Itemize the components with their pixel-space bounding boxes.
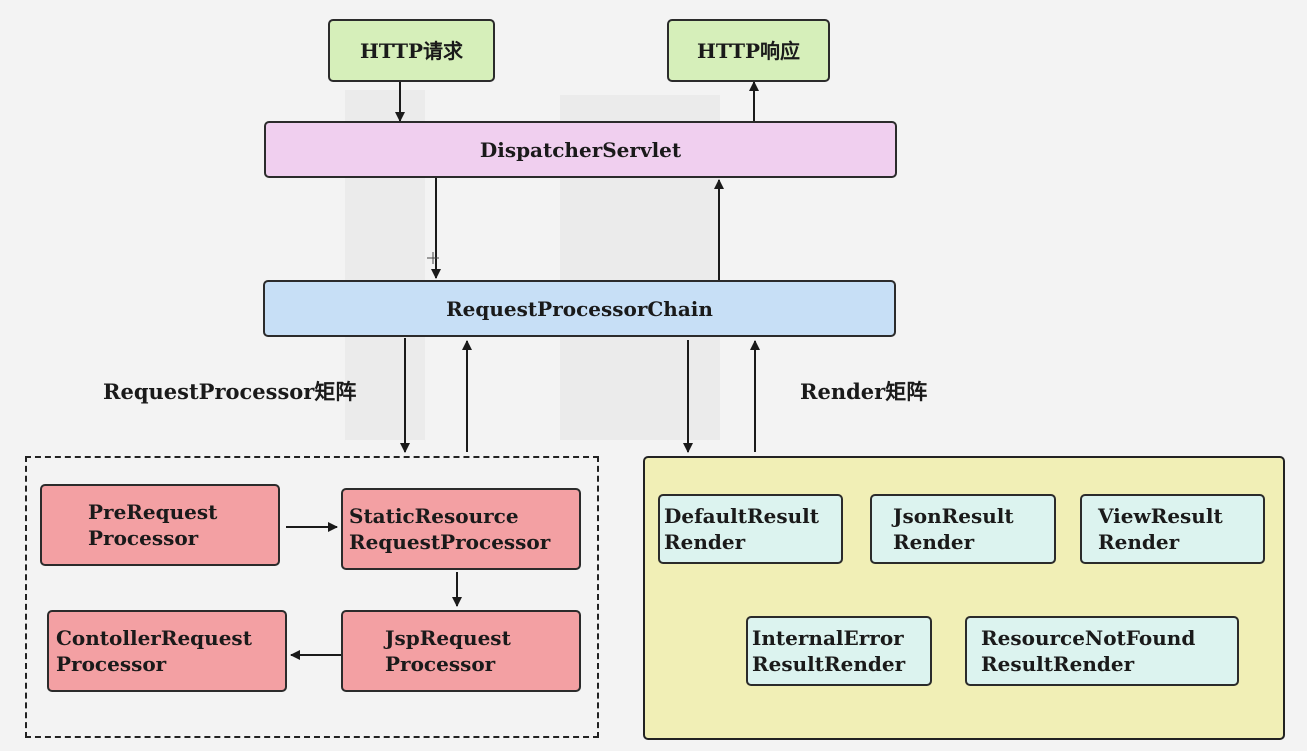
- http-request-node: HTTP请求: [328, 19, 495, 82]
- resource-not-found-line-2: ResultRender: [981, 652, 1135, 676]
- internal-error-line-2: ResultRender: [752, 652, 906, 676]
- default-result-render-node: DefaultResult Render: [658, 494, 843, 564]
- json-result-render-node: JsonResult Render: [870, 494, 1056, 564]
- jsp-request-line-1: JspRequest: [385, 626, 511, 650]
- jsp-request-line-2: Processor: [385, 652, 496, 676]
- dispatcher-servlet-label: DispatcherServlet: [479, 137, 682, 162]
- request-processor-chain-label: RequestProcessorChain: [446, 296, 713, 321]
- controller-request-processor-node: ContollerRequest Processor: [47, 610, 287, 692]
- pre-request-processor-line-2: Processor: [88, 526, 199, 550]
- view-result-line-2: Render: [1098, 530, 1180, 554]
- http-request-label: HTTP请求: [360, 38, 463, 63]
- static-resource-line-2: RequestProcessor: [349, 530, 551, 554]
- json-result-line-1: JsonResult: [893, 504, 1014, 528]
- resource-not-found-result-render-node: ResourceNotFound ResultRender: [965, 616, 1239, 686]
- jsp-request-processor-node: JspRequest Processor: [341, 610, 581, 692]
- default-result-line-1: DefaultResult: [664, 504, 819, 528]
- json-result-line-2: Render: [893, 530, 975, 554]
- resource-not-found-line-1: ResourceNotFound: [981, 626, 1196, 650]
- cursor-crosshair-icon: [427, 252, 439, 264]
- pre-request-processor-line-1: PreRequest: [88, 500, 218, 524]
- dispatcher-servlet-node: DispatcherServlet: [264, 121, 897, 178]
- controller-request-line-2: Processor: [56, 652, 167, 676]
- http-response-node: HTTP响应: [667, 19, 830, 82]
- internal-error-result-render-node: InternalError ResultRender: [746, 616, 932, 686]
- request-processor-matrix-group: [25, 456, 599, 738]
- request-processor-chain-node: RequestProcessorChain: [263, 280, 896, 337]
- render-matrix-label: Render矩阵: [800, 379, 928, 404]
- http-response-label: HTTP响应: [697, 38, 800, 63]
- static-resource-line-1: StaticResource: [349, 504, 519, 528]
- request-processor-matrix-label: RequestProcessor矩阵: [103, 379, 357, 404]
- view-result-line-1: ViewResult: [1098, 504, 1223, 528]
- controller-request-line-1: ContollerRequest: [56, 626, 252, 650]
- internal-error-line-1: InternalError: [752, 626, 904, 650]
- view-result-render-node: ViewResult Render: [1080, 494, 1265, 564]
- static-resource-request-processor-node: StaticResource RequestProcessor: [341, 488, 581, 570]
- default-result-line-2: Render: [664, 530, 746, 554]
- pre-request-processor-node: PreRequest Processor: [40, 484, 280, 566]
